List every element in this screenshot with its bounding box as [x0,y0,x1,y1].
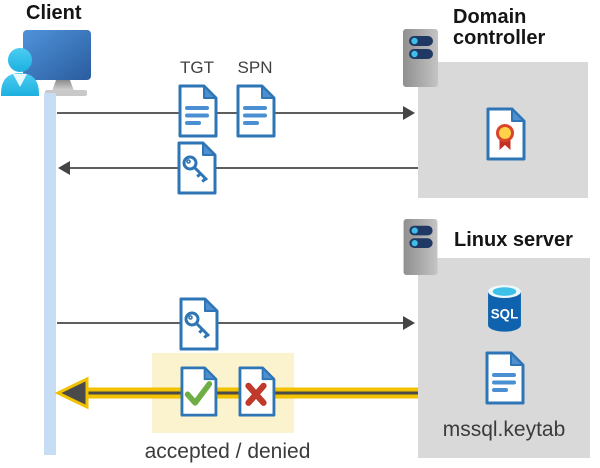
spn-label: SPN [237,58,273,77]
key-document-icon-dc [175,141,217,200]
tgt-document-icon [176,84,218,143]
domain-controller-title: Domain controller [453,6,546,49]
spn-document-icon [234,84,276,143]
sql-icon-label: SQL [491,306,518,321]
monitor-stand [52,80,74,91]
key-document-icon-linux [177,297,219,356]
sql-database-icon: SQL [486,283,523,338]
client-title: Client [26,2,82,24]
keytab-document-icon [483,351,525,410]
arrow-dc-to-client [58,161,418,175]
person-collar [13,74,27,87]
domain-controller-server-icon [402,28,439,93]
arrow-client-to-dc [57,106,415,120]
person-head [8,48,32,72]
seal [496,124,514,142]
result-label: accepted / denied [144,440,311,463]
client-lifeline [44,93,56,455]
denied-document-icon [235,366,277,422]
arrow-client-to-linux [57,316,415,330]
arrowhead-left [54,376,89,410]
client-icon [0,28,96,101]
tgt-label: TGT [180,58,214,77]
key-glyph [182,155,209,183]
key-glyph [184,311,211,339]
accepted-document-icon [177,366,219,422]
keytab-label: mssql.keytab [442,418,566,441]
x-icon [245,382,267,406]
checkmark-icon [184,381,213,406]
monitor-icon [23,30,91,80]
linux-server-icon [402,218,439,281]
certificate-document-icon [484,107,526,166]
linux-server-title: Linux server [454,229,573,251]
